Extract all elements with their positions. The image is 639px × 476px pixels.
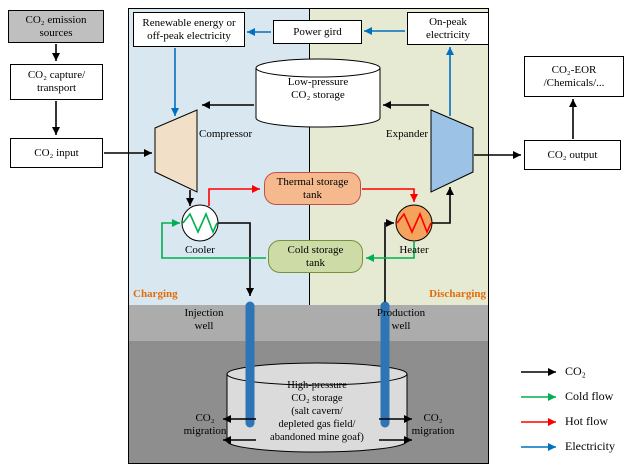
- co2-output-box: CO₂ output: [524, 140, 621, 170]
- text-line: tank: [306, 256, 325, 269]
- text-line: off-peak electricity: [147, 29, 231, 42]
- co2-emission-sources-box: CO₂ emission sources: [8, 10, 104, 43]
- co2-eor-chemicals-box: CO₂-EOR /Chemicals/...: [524, 56, 624, 97]
- co2-input-box: CO₂ input: [10, 138, 103, 168]
- text-line: tank: [303, 188, 322, 201]
- text-line: CO₂-EOR: [551, 63, 597, 76]
- high-pressure-storage-label: High-pressure CO₂ storage (salt cavern/ …: [233, 379, 401, 444]
- cold-storage-tank: Cold storage tank: [268, 240, 363, 273]
- co2-migration-right-label: CO₂ migration: [408, 412, 458, 438]
- system-boundary-box: [128, 8, 489, 464]
- text-line: CO₂ storage: [291, 393, 343, 405]
- caprock-band: [129, 305, 488, 341]
- thermal-storage-tank: Thermal storage tank: [264, 172, 361, 205]
- co2-migration-left-label: CO₂ migration: [180, 412, 230, 438]
- discharging-phase-label: Discharging: [429, 288, 486, 300]
- text-line: well: [391, 319, 411, 332]
- text-line: Low-pressure: [287, 76, 349, 88]
- low-pressure-storage-label: Low-pressure CO₂ storage: [256, 76, 380, 102]
- on-peak-electricity-box: On-peak electricity: [407, 12, 489, 45]
- text-line: migration: [183, 424, 227, 437]
- charging-phase-label: Charging: [133, 288, 178, 300]
- legend-cold-flow-label: Cold flow: [565, 389, 614, 403]
- text-line: Injection: [184, 307, 224, 319]
- text-line: Thermal storage: [276, 175, 349, 188]
- text-line: well: [194, 319, 214, 332]
- text-line: CO₂ output: [547, 148, 598, 161]
- compressor-label: Compressor: [199, 128, 253, 140]
- text-line: depleted gas field/: [278, 419, 356, 431]
- text-line: /Chemicals/...: [543, 76, 605, 89]
- text-line: CO₂ storage: [291, 88, 345, 101]
- text-line: Renewable energy or: [142, 16, 236, 29]
- expander-label: Expander: [385, 128, 428, 140]
- zone-divider-line: [309, 9, 310, 305]
- text-line: On-peak: [429, 15, 467, 28]
- text-line: CO₂ input: [34, 146, 79, 159]
- text-line: electricity: [426, 28, 470, 41]
- renewable-energy-box: Renewable energy or off-peak electricity: [133, 12, 245, 47]
- text-line: sources: [39, 26, 73, 39]
- legend-hot-flow-label: Hot flow: [565, 414, 608, 428]
- text-line: CO₂ emission: [25, 13, 87, 26]
- text-line: transport: [36, 82, 77, 94]
- legend-co2-label: CO₂: [565, 364, 586, 378]
- text-line: CO₂: [423, 412, 443, 424]
- text-line: Production: [376, 307, 426, 319]
- injection-well-label: Injection well: [174, 307, 234, 333]
- co2-capture-transport-box: CO₂ capture/ transport: [10, 64, 103, 100]
- text-line: CO₂: [195, 412, 215, 424]
- text-line: CO₂ capture/: [27, 69, 86, 82]
- text-line: abandoned mine goaf): [270, 432, 364, 444]
- heater-label: Heater: [399, 244, 429, 256]
- text-line: migration: [411, 424, 455, 437]
- text-line: Power gird: [293, 25, 342, 38]
- legend-electricity-label: Electricity: [565, 439, 615, 453]
- cooler-label: Cooler: [185, 244, 215, 256]
- power-grid-box: Power gird: [273, 20, 362, 44]
- text-line: High-pressure: [287, 380, 347, 391]
- text-line: Cold storage: [287, 243, 344, 256]
- text-line: (salt cavern/: [291, 406, 343, 418]
- production-well-label: Production well: [372, 307, 430, 333]
